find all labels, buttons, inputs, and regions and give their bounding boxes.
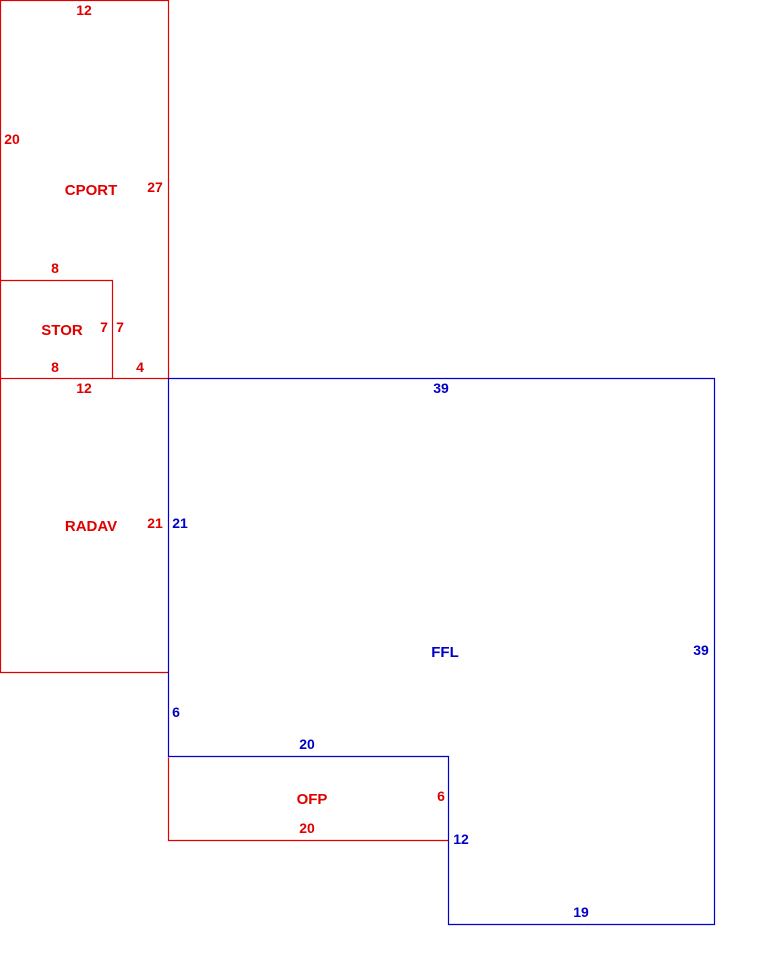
dim-ffl-notch-side: 12: [453, 831, 469, 847]
radav-label: RADAV: [65, 518, 117, 535]
cport-outline: [0, 0, 170, 380]
stor-outline: [0, 279, 114, 379]
dim-ffl-notch-top: 20: [299, 736, 315, 752]
ffl-label: FFL: [431, 644, 459, 661]
radav-outline: [0, 378, 169, 674]
stor-label: STOR: [41, 322, 83, 339]
ffl-outline: [167, 377, 716, 926]
dim-ofp-right: 6: [437, 788, 445, 804]
dim-cport-right: 27: [147, 179, 163, 195]
dim-ofp-bottom: 20: [299, 820, 315, 836]
dim-ffl-bottom: 19: [573, 904, 589, 920]
dim-radav-right: 21: [147, 515, 163, 531]
dim-stor-right-inner: 7: [100, 319, 108, 335]
cport-label: CPORT: [65, 182, 118, 199]
ofp-label: OFP: [297, 791, 328, 808]
dim-stor-right-outer: 7: [116, 319, 124, 335]
dim-ffl-right: 39: [693, 642, 709, 658]
dim-stor-gap: 4: [136, 359, 144, 375]
dim-stor-top: 8: [51, 260, 59, 276]
dim-cport-left: 20: [4, 131, 20, 147]
dim-radav-top: 12: [76, 380, 92, 396]
ofp-outline: [167, 757, 449, 842]
dim-ffl-left-lower: 6: [172, 704, 180, 720]
dim-ffl-top: 39: [433, 380, 449, 396]
dim-ffl-left-upper: 21: [172, 515, 188, 531]
dim-stor-bottom: 8: [51, 359, 59, 375]
dim-cport-top: 12: [76, 2, 92, 18]
